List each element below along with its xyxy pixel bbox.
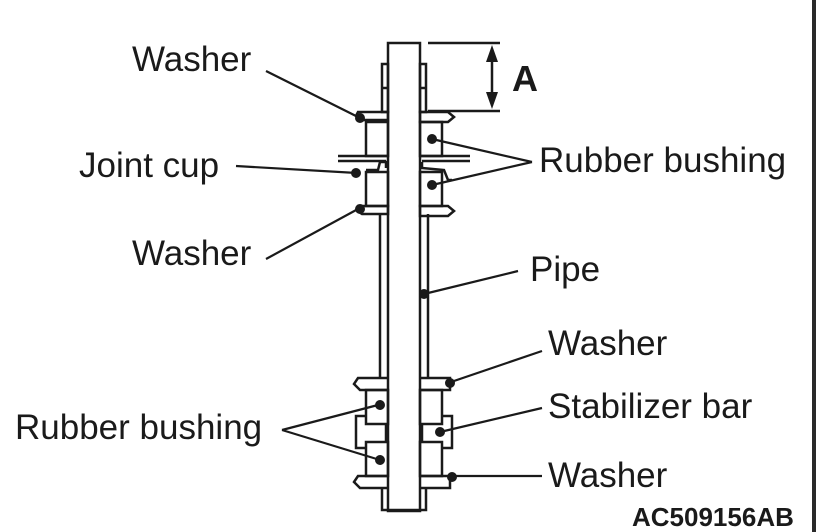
leader-dots bbox=[351, 113, 457, 482]
label-washer-lower-right: Washer bbox=[548, 324, 668, 363]
leader-lines bbox=[235, 70, 543, 478]
lower-washer-bottom bbox=[352, 474, 452, 490]
dimension-arrows bbox=[486, 45, 498, 109]
label-washer-top-left: Washer bbox=[132, 40, 252, 79]
label-joint-cup: Joint cup bbox=[79, 146, 220, 185]
label-stabilizer-bar: Stabilizer bar bbox=[548, 387, 753, 426]
figure-code: AC509156AB bbox=[632, 502, 794, 532]
bolt bbox=[386, 41, 422, 513]
bottom-nut bbox=[380, 488, 428, 512]
dimension-label-a: A bbox=[512, 58, 538, 99]
frame-border bbox=[812, 0, 816, 532]
stabilizer-bar bbox=[354, 414, 454, 450]
joint-cup bbox=[338, 154, 470, 182]
label-washer-mid-left: Washer bbox=[132, 234, 252, 273]
label-rubber-bushing-upper: Rubber bushing bbox=[539, 141, 787, 180]
label-washer-bottom-right: Washer bbox=[548, 456, 668, 495]
label-pipe: Pipe bbox=[530, 250, 601, 289]
label-rubber-bushing-lower: Rubber bushing bbox=[15, 408, 263, 447]
